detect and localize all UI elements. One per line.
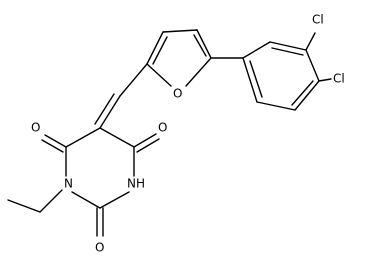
methylidene-linker xyxy=(94,63,148,129)
bond-n1-ch2 xyxy=(39,189,63,213)
ethyl-group xyxy=(7,189,63,213)
bond-ph2-ph3 xyxy=(269,41,307,51)
chlorine-label-1: Cl xyxy=(312,13,324,27)
bond-c5-c4 xyxy=(99,127,135,148)
bond-c4-o-a xyxy=(133,133,157,148)
bond-n3-c2 xyxy=(99,191,130,209)
bond-ch2-ch3 xyxy=(7,199,41,213)
bond-ph4-ph5-inner xyxy=(291,80,314,106)
bond-ch-c5-double-b xyxy=(94,93,115,125)
carbonyl-oxygen-label-c2: O xyxy=(95,241,104,255)
bond-ch-c5-double-a xyxy=(99,95,121,129)
bond-ph4-ph5 xyxy=(294,80,320,111)
bond-ph2-ph3-inner xyxy=(271,47,304,56)
bond-c6-o-b xyxy=(41,139,64,153)
dichlorophenyl-ring xyxy=(242,32,332,111)
bond-c6-o-a xyxy=(44,134,67,148)
bond-ph3-cl1 xyxy=(305,32,316,51)
bond-ph5-ph6 xyxy=(256,101,296,111)
atom-labels: Cl Cl O O O O NH N xyxy=(31,13,345,255)
bond-fu-c2-c3 xyxy=(196,29,212,59)
bond-fu-c2-c3-inner xyxy=(193,34,207,57)
bond-fu-o-c2 xyxy=(185,57,212,87)
carbonyl-bonds xyxy=(41,133,160,237)
bond-fu-c4-c5-inner xyxy=(152,36,168,65)
nitrogen-label-n1: N xyxy=(64,177,73,191)
chlorine-label-2: Cl xyxy=(333,72,345,86)
pyrimidinetrione-ring xyxy=(65,127,135,209)
bond-ph6-ph1-inner xyxy=(249,60,263,98)
bond-c4-o-b xyxy=(136,138,160,153)
bond-fu-c5-o xyxy=(146,63,172,87)
carbonyl-oxygen-label-c4: O xyxy=(158,121,167,135)
bond-ph3-ph4 xyxy=(305,49,320,82)
furan-oxygen-label: O xyxy=(173,87,182,101)
nh-label: NH xyxy=(127,177,145,191)
bond-ph4-cl2 xyxy=(318,78,332,82)
bond-furan-ch xyxy=(119,63,148,97)
bond-fu-c3-c4 xyxy=(162,29,198,33)
furan-ring xyxy=(146,29,244,87)
bond-c6-c5 xyxy=(65,127,101,148)
bond-ph1-ph2 xyxy=(242,41,271,59)
bond-fu-c4-c5 xyxy=(146,31,164,65)
carbonyl-oxygen-label-c6: O xyxy=(31,121,40,135)
bond-ph6-ph1 xyxy=(242,57,258,103)
bond-c2-n1 xyxy=(71,191,101,209)
